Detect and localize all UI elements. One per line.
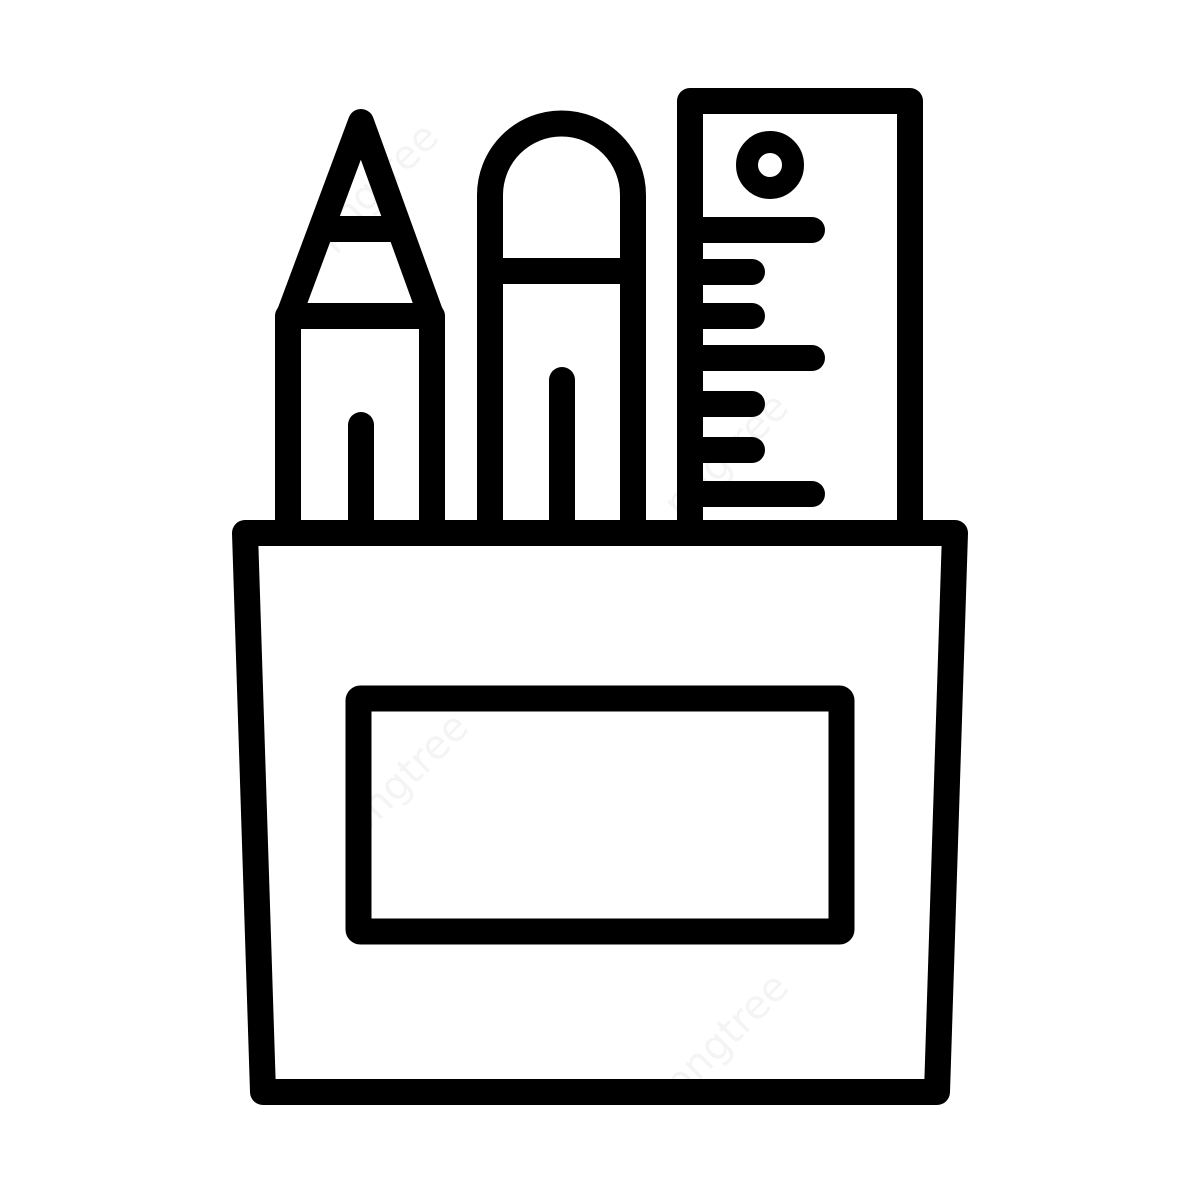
cup-icon	[232, 520, 968, 1105]
crayon-icon	[477, 110, 646, 533]
pencil-icon	[275, 109, 445, 533]
cup-label-icon	[345, 685, 855, 945]
ruler-icon	[677, 88, 923, 533]
